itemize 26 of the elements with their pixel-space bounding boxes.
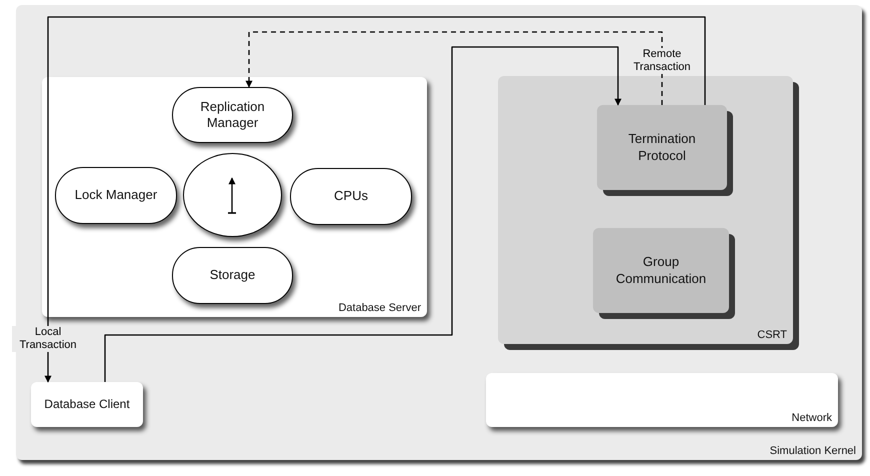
node-label: Storage bbox=[210, 267, 256, 284]
node-label: Group Communication bbox=[614, 254, 708, 287]
process-box bbox=[597, 105, 727, 190]
arrow bbox=[44, 16, 706, 383]
node-label: Database Client bbox=[44, 397, 130, 412]
module-panel bbox=[498, 76, 793, 344]
panel-label: Network bbox=[792, 412, 832, 424]
process-pill bbox=[172, 247, 293, 304]
network-panel bbox=[486, 373, 838, 427]
client-box bbox=[31, 382, 143, 427]
process-pill bbox=[55, 167, 177, 224]
process-pill bbox=[290, 168, 412, 225]
process-box bbox=[593, 228, 729, 313]
panel-label: Simulation Kernel bbox=[770, 445, 856, 457]
node-label: CPUs bbox=[334, 188, 368, 205]
simulation-kernel-panel bbox=[16, 5, 862, 460]
panel-label: CSRT bbox=[757, 329, 787, 341]
server-panel bbox=[42, 77, 427, 317]
panel-label: Database Server bbox=[338, 302, 421, 314]
process-pill bbox=[172, 87, 293, 143]
arrow bbox=[104, 46, 622, 382]
hub-ellipse bbox=[183, 153, 282, 237]
node-label: Replication Manager bbox=[199, 98, 266, 132]
dashed-arrow bbox=[246, 31, 663, 105]
node-label: Lock Manager bbox=[74, 187, 158, 204]
node-label: Termination Protocol bbox=[627, 131, 697, 164]
